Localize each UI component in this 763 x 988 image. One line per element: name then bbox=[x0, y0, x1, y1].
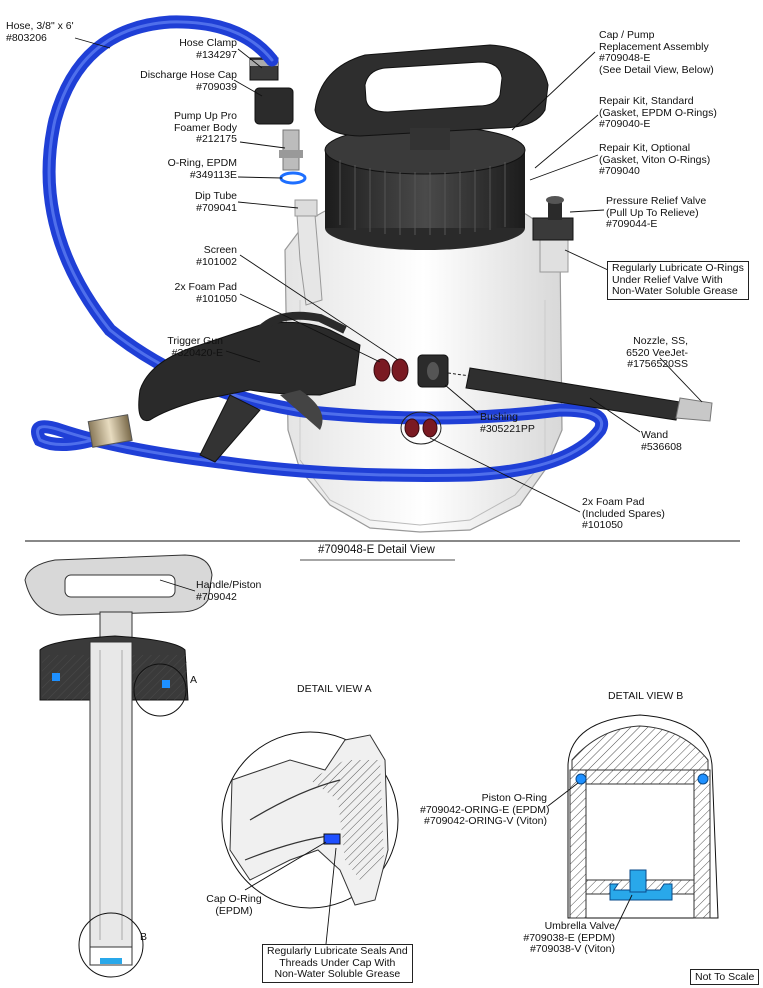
trigger-gun bbox=[138, 311, 361, 463]
label-repair-kit-standard: Repair Kit, Standard(Gasket, EPDM O-Ring… bbox=[599, 95, 717, 130]
not-to-scale-badge: Not To Scale bbox=[690, 969, 760, 985]
label-hose-clamp: Hose Clamp#134297 bbox=[179, 37, 237, 61]
label-bushing: Bushing#305221PP bbox=[480, 411, 535, 435]
wand bbox=[447, 367, 713, 422]
label-hose: Hose, 3/8" x 6'#803206 bbox=[6, 20, 74, 44]
handle-piston-cutaway bbox=[24, 554, 213, 978]
label-screen: Screen#101002 bbox=[196, 244, 237, 268]
dip-tube bbox=[294, 199, 323, 306]
foam-pads bbox=[373, 358, 442, 445]
marker-b: B bbox=[140, 931, 148, 943]
bushing bbox=[417, 354, 449, 388]
detail-view-title: #709048-E Detail View bbox=[318, 544, 435, 556]
label-repair-kit-optional: Repair Kit, Optional(Gasket, Viton O-Rin… bbox=[599, 142, 711, 177]
label-handle-piston: Handle/Piston#709042 bbox=[196, 579, 262, 603]
marker-a: A bbox=[190, 674, 198, 686]
detail-view-a bbox=[221, 731, 399, 945]
detail-view-b bbox=[547, 714, 719, 931]
label-foam-pad: 2x Foam Pad#101050 bbox=[174, 281, 237, 305]
label-trigger-gun: Trigger Gun#320420-E bbox=[167, 335, 223, 359]
detail-view-b-title: DETAIL VIEW B bbox=[608, 690, 684, 702]
label-pressure-relief-valve: Pressure Relief Valve(Pull Up To Relieve… bbox=[606, 195, 707, 230]
detail-view-a-title: DETAIL VIEW A bbox=[297, 683, 372, 695]
label-wand: Wand#536608 bbox=[641, 429, 682, 453]
label-umbrella-valve: Umbrella Valve#709038-E (EPDM)#709038-V … bbox=[523, 920, 615, 955]
label-foam-pad-spares: 2x Foam Pad(Included Spares)#101050 bbox=[582, 496, 665, 531]
cap-pump-assembly bbox=[314, 44, 549, 250]
hose bbox=[31, 15, 609, 482]
foamer-stack bbox=[249, 57, 307, 185]
label-oring-epdm: O-Ring, EPDM#349113E bbox=[167, 157, 237, 181]
pressure-relief-valve bbox=[532, 196, 574, 273]
label-piston-oring: Piston O-Ring#709042-ORING-E (EPDM)#7090… bbox=[420, 792, 550, 827]
label-discharge-hose-cap: Discharge Hose Cap#709039 bbox=[140, 69, 237, 93]
label-nozzle: Nozzle, SS,6520 VeeJet-#1756520SS bbox=[626, 335, 688, 370]
label-dip-tube: Dip Tube#709041 bbox=[194, 190, 237, 214]
leader-lines bbox=[74, 37, 703, 513]
label-cap-oring: Cap O-Ring(EPDM) bbox=[206, 893, 262, 917]
